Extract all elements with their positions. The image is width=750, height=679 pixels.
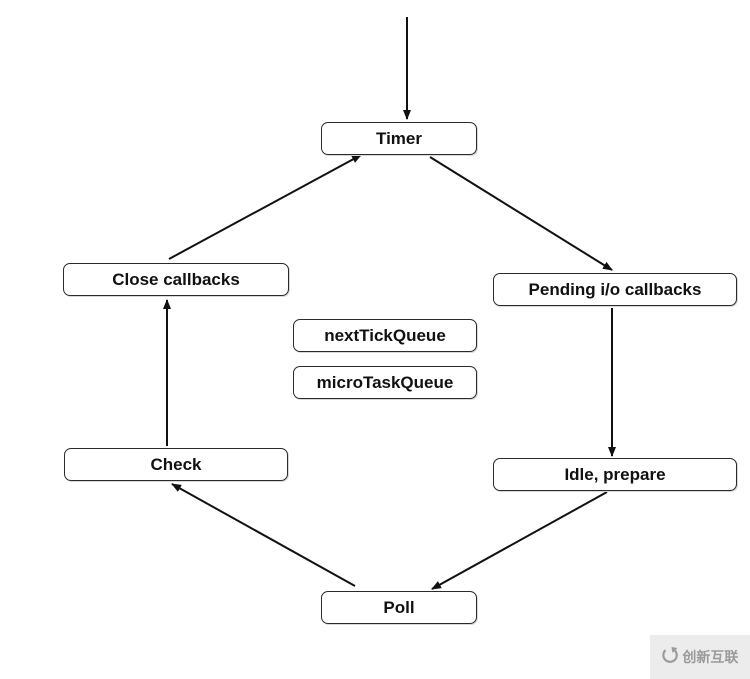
node-timer: Timer bbox=[321, 122, 477, 155]
edge-close-to-timer bbox=[168, 154, 362, 260]
node-idle-prepare: Idle, prepare bbox=[493, 458, 737, 491]
watermark: ⭯ 创新互联 bbox=[650, 635, 750, 679]
node-micro-task-queue: microTaskQueue bbox=[293, 366, 477, 399]
node-next-tick-queue: nextTickQueue bbox=[293, 319, 477, 352]
watermark-text: 创新互联 bbox=[682, 649, 739, 665]
node-check: Check bbox=[64, 448, 288, 481]
edge-idle-to-poll bbox=[431, 491, 608, 590]
node-close-callbacks: Close callbacks bbox=[63, 263, 289, 296]
edge-timer-to-pending bbox=[429, 156, 613, 271]
node-pending-io-callbacks: Pending i/o callbacks bbox=[493, 273, 737, 306]
edge-poll-to-check bbox=[171, 483, 356, 587]
swirl-logo-icon: ⭯ bbox=[661, 644, 679, 666]
node-poll: Poll bbox=[321, 591, 477, 624]
